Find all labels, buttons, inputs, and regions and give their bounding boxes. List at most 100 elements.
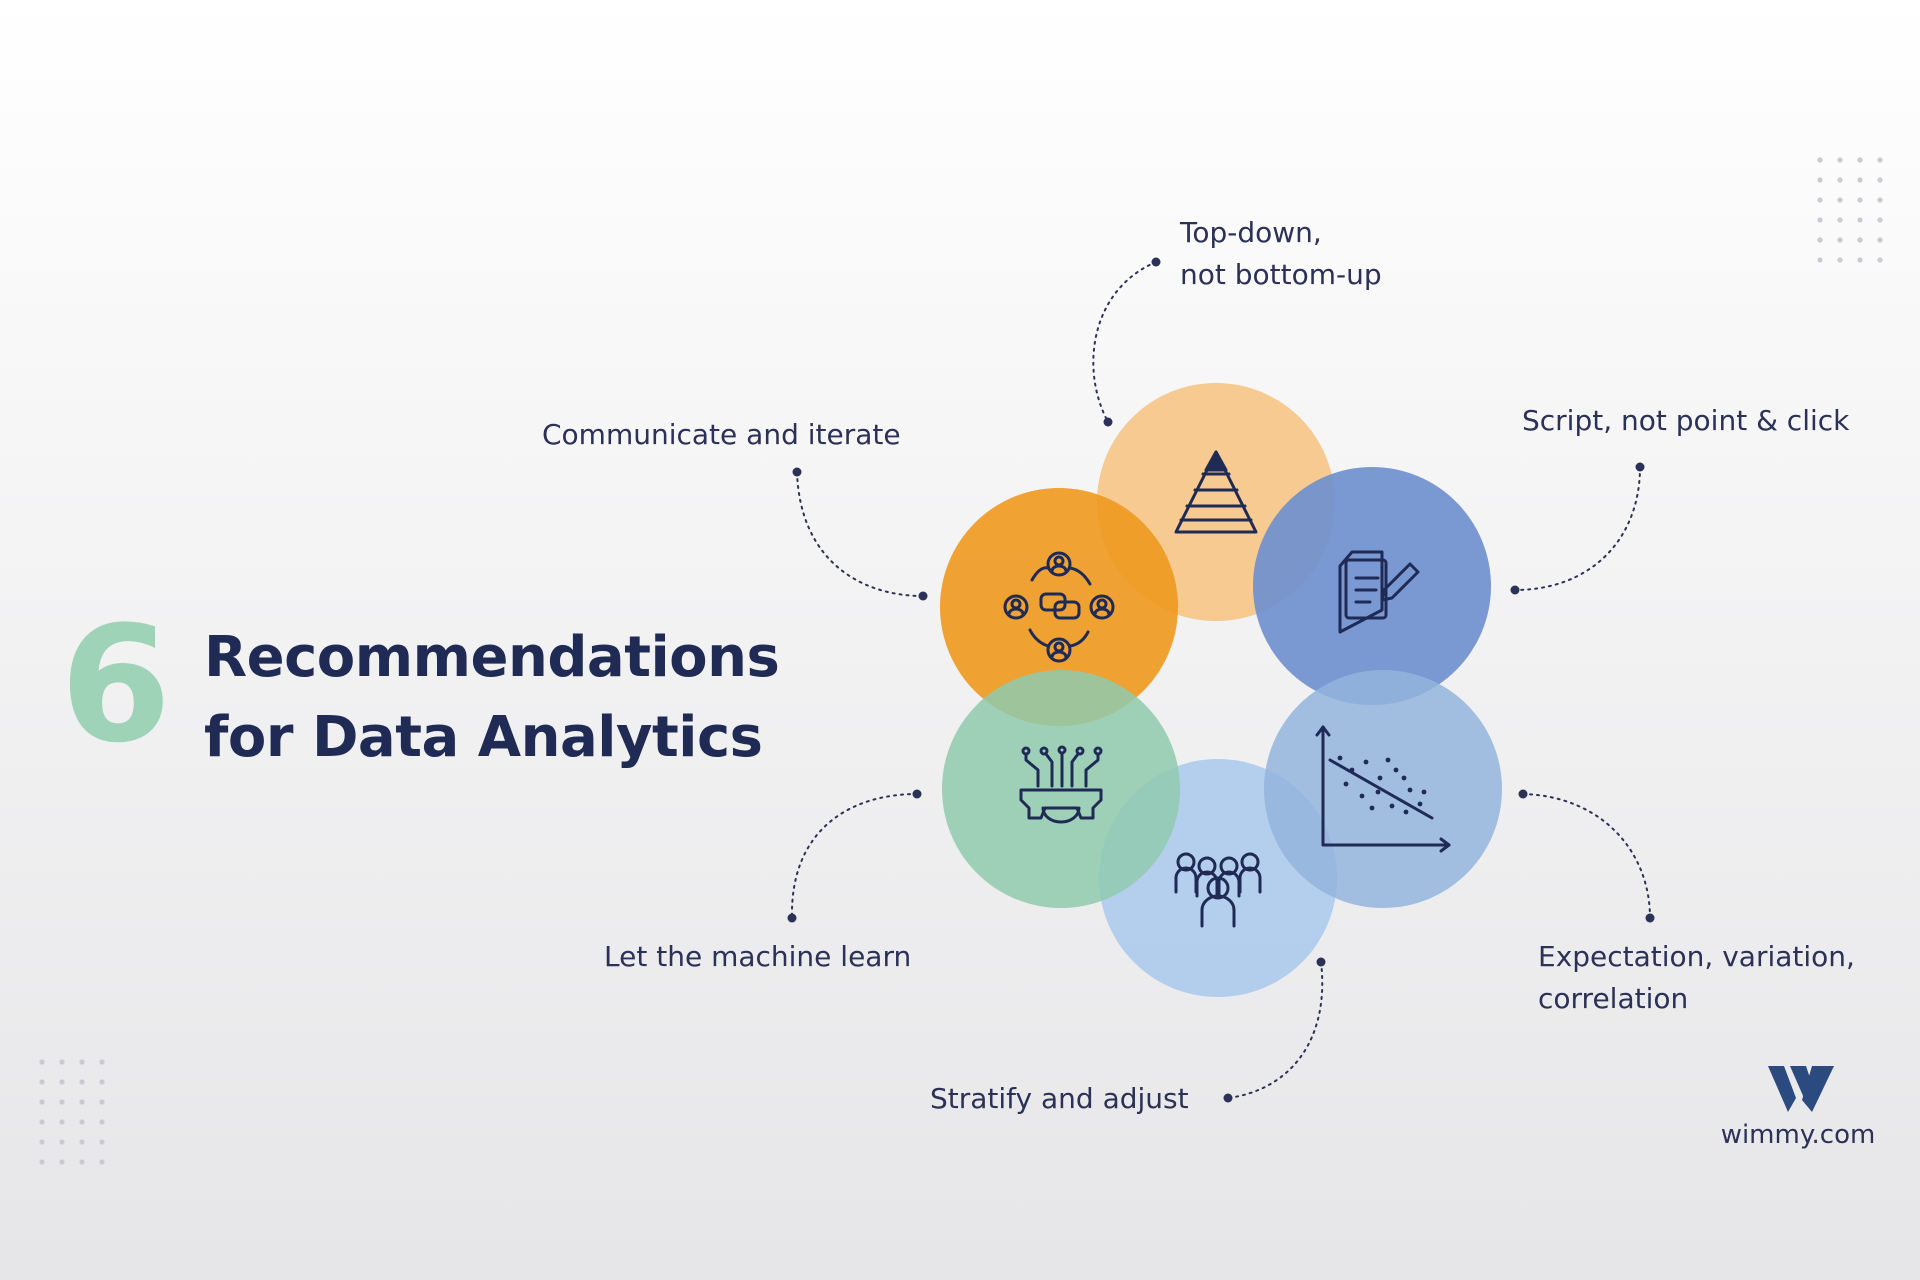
label-line: correlation bbox=[1538, 982, 1689, 1015]
circle-communicate bbox=[940, 488, 1178, 726]
headline: Recommendations for Data Analytics bbox=[204, 618, 824, 778]
wimmy-logo-icon bbox=[1768, 1066, 1834, 1112]
decor-dot bbox=[1837, 217, 1843, 223]
decor-dot bbox=[99, 1059, 105, 1065]
label-line: Stratify and adjust bbox=[930, 1082, 1189, 1115]
dot bbox=[1518, 789, 1528, 799]
decor-dot bbox=[1857, 257, 1863, 263]
decor-dot bbox=[1837, 177, 1843, 183]
scatter-dot bbox=[1389, 803, 1395, 809]
pyramid-icon bbox=[1174, 450, 1258, 534]
dot bbox=[912, 789, 922, 799]
scatter-dot bbox=[1421, 789, 1427, 795]
decor-dot bbox=[1857, 217, 1863, 223]
label-expectation: Expectation, variation, correlation bbox=[1538, 936, 1855, 1020]
decor-dot bbox=[1877, 197, 1883, 203]
label-line: Script, not point & click bbox=[1522, 404, 1850, 437]
scatter-dots bbox=[1337, 755, 1427, 815]
decor-dot bbox=[79, 1079, 85, 1085]
connector-top-down bbox=[1092, 261, 1157, 423]
scatter-dot bbox=[1375, 789, 1381, 795]
script-document-icon bbox=[1338, 550, 1420, 634]
decor-dot bbox=[59, 1139, 65, 1145]
dot bbox=[792, 467, 802, 477]
decor-dot bbox=[1877, 217, 1883, 223]
decor-dot bbox=[79, 1099, 85, 1105]
dot-grid-top-right bbox=[1817, 157, 1883, 263]
connector-stratify bbox=[1227, 961, 1324, 1099]
scatter-dot bbox=[1417, 801, 1423, 807]
decor-dot bbox=[59, 1079, 65, 1085]
decor-dot bbox=[39, 1079, 45, 1085]
label-line: Top-down, bbox=[1180, 216, 1322, 249]
team-communication-icon bbox=[1003, 551, 1115, 663]
decor-dot bbox=[1817, 257, 1823, 263]
dot bbox=[918, 591, 928, 601]
decor-dot bbox=[1877, 257, 1883, 263]
scatter-dot bbox=[1369, 805, 1375, 811]
circle-script bbox=[1253, 467, 1491, 705]
decor-dot bbox=[1857, 177, 1863, 183]
label-communicate: Communicate and iterate bbox=[542, 414, 901, 456]
decor-dot bbox=[1877, 157, 1883, 163]
decor-dot bbox=[59, 1119, 65, 1125]
scatter-dot bbox=[1337, 755, 1343, 761]
decor-dot bbox=[39, 1059, 45, 1065]
dot bbox=[1635, 462, 1645, 472]
decor-dot bbox=[39, 1099, 45, 1105]
decor-dot bbox=[99, 1099, 105, 1105]
decor-dot bbox=[1837, 157, 1843, 163]
decor-dot bbox=[99, 1119, 105, 1125]
scatter-dot bbox=[1401, 775, 1407, 781]
decor-dot bbox=[99, 1159, 105, 1165]
decor-dot bbox=[79, 1139, 85, 1145]
connector-communicate bbox=[796, 471, 924, 597]
connector-expectation bbox=[1522, 793, 1651, 919]
decor-dot bbox=[1857, 237, 1863, 243]
dot-grid-bottom-left bbox=[39, 1059, 105, 1165]
label-machine-learn: Let the machine learn bbox=[604, 936, 911, 978]
decor-dot bbox=[59, 1099, 65, 1105]
decor-dot bbox=[1817, 157, 1823, 163]
scatter-dot bbox=[1359, 793, 1365, 799]
decor-dot bbox=[1857, 197, 1863, 203]
connector-lines bbox=[790, 261, 1651, 1099]
decor-dot bbox=[59, 1159, 65, 1165]
headline-line-1: Recommendations bbox=[204, 625, 780, 690]
dot bbox=[787, 913, 797, 923]
dot bbox=[1316, 957, 1326, 967]
label-line: Expectation, variation, bbox=[1538, 940, 1855, 973]
dot bbox=[1151, 257, 1161, 267]
scatter-dot bbox=[1385, 757, 1391, 763]
scatter-dot bbox=[1377, 775, 1383, 781]
decor-dot bbox=[1817, 177, 1823, 183]
dot bbox=[1510, 585, 1520, 595]
scatter-dot bbox=[1349, 767, 1355, 773]
dot bbox=[1223, 1093, 1233, 1103]
decor-dot bbox=[1837, 197, 1843, 203]
decor-dot bbox=[1857, 157, 1863, 163]
label-script: Script, not point & click bbox=[1522, 400, 1849, 442]
decor-dot bbox=[1837, 237, 1843, 243]
headline-line-2: for Data Analytics bbox=[204, 705, 763, 770]
decor-dot bbox=[59, 1059, 65, 1065]
decor-dot bbox=[39, 1159, 45, 1165]
decor-dot bbox=[1817, 237, 1823, 243]
decor-dot bbox=[1877, 177, 1883, 183]
scatter-dot bbox=[1393, 767, 1399, 773]
decor-dot bbox=[1877, 237, 1883, 243]
scatter-dot bbox=[1407, 787, 1413, 793]
big-number-six: 6 bbox=[60, 591, 172, 778]
machine-learning-gear-icon bbox=[1019, 745, 1103, 824]
decor-dot bbox=[39, 1139, 45, 1145]
decor-dot bbox=[39, 1119, 45, 1125]
label-line: Communicate and iterate bbox=[542, 418, 901, 451]
label-line: Let the machine learn bbox=[604, 940, 912, 973]
label-stratify: Stratify and adjust bbox=[930, 1078, 1189, 1120]
connector-dots bbox=[787, 257, 1655, 1103]
decor-dot bbox=[99, 1079, 105, 1085]
scatter-dot bbox=[1343, 781, 1349, 787]
decor-dot bbox=[79, 1059, 85, 1065]
